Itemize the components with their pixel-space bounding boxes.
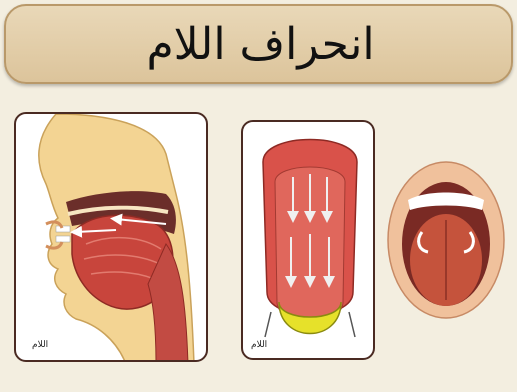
tongue-top-illustration xyxy=(243,122,375,360)
side-view-caption: اللام xyxy=(32,340,48,350)
side-view-panel: اللام xyxy=(14,112,208,362)
tongue-view-panel: اللام xyxy=(241,120,375,360)
lower-teeth xyxy=(56,236,70,242)
diagram-title: انحراف اللام xyxy=(6,14,515,76)
title-banner: انحراف اللام xyxy=(4,4,513,84)
mouth-front-illustration xyxy=(386,160,506,330)
tongue-view-caption: اللام xyxy=(251,340,267,350)
head-section-illustration xyxy=(16,114,208,362)
